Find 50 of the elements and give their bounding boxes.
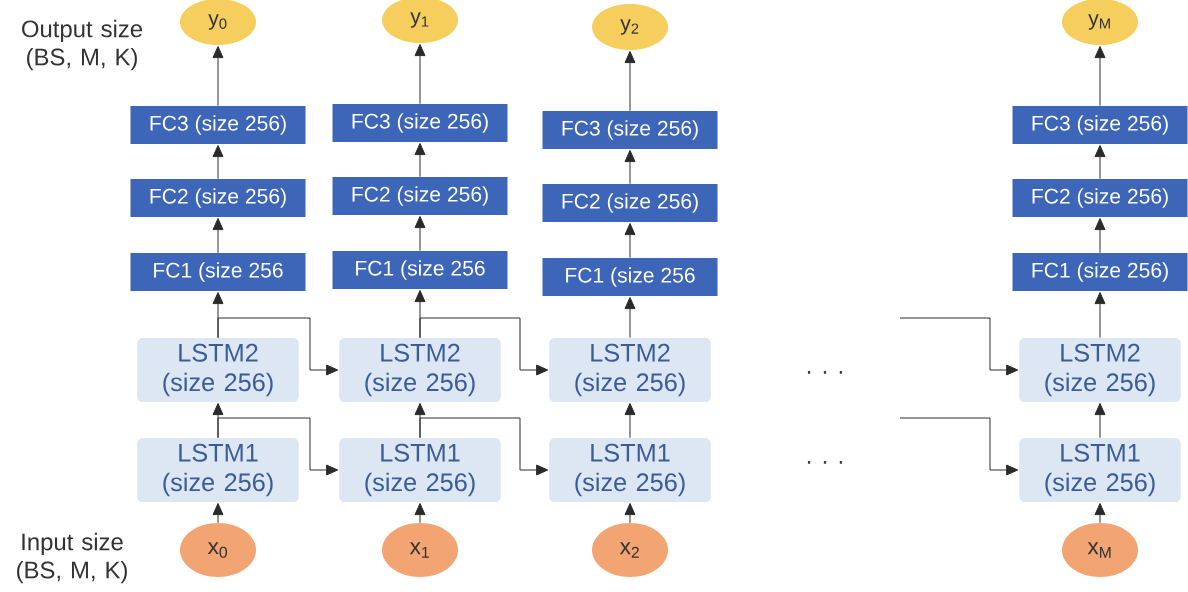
arrow bbox=[414, 216, 426, 252]
lstm-layer-box: LSTM2 (size 256) bbox=[137, 338, 299, 402]
arrow bbox=[212, 218, 224, 254]
arrow bbox=[624, 403, 636, 439]
axis-label: Input size (BS, M, K) bbox=[17, 532, 127, 584]
arrow bbox=[414, 44, 426, 105]
fc-layer-box: FC2 (size 256) bbox=[1012, 179, 1188, 217]
arrow bbox=[1094, 292, 1106, 339]
arrow bbox=[624, 150, 636, 185]
arrow bbox=[899, 317, 1019, 376]
arrow bbox=[419, 417, 549, 476]
fc-layer-box: FC1 (size 256) bbox=[1012, 253, 1188, 291]
arrow bbox=[212, 145, 224, 180]
arrow bbox=[212, 503, 224, 524]
lstm-layer-box: LSTM1 (size 256) bbox=[137, 438, 299, 502]
arrow bbox=[1094, 218, 1106, 254]
arrow bbox=[414, 503, 426, 524]
fc-layer-box: FC1 (size 256 bbox=[542, 258, 718, 296]
fc-layer-box: FC2 (size 256) bbox=[542, 184, 718, 222]
lstm-layer-box: LSTM2 (size 256) bbox=[339, 338, 501, 402]
lstm-layer-box: LSTM1 (size 256) bbox=[339, 438, 501, 502]
arrow bbox=[624, 51, 636, 112]
arrow bbox=[217, 317, 339, 376]
fc-layer-box: FC2 (size 256) bbox=[332, 177, 508, 215]
arrow bbox=[1094, 145, 1106, 180]
fc-layer-box: FC3 (size 256) bbox=[332, 104, 508, 142]
arrow bbox=[212, 46, 224, 107]
fc-layer-box: FC1 (size 256 bbox=[130, 253, 306, 291]
arrow bbox=[624, 503, 636, 524]
arrow bbox=[1094, 46, 1106, 107]
ellipsis-dots: · · · bbox=[807, 371, 843, 374]
fc-layer-box: FC3 (size 256) bbox=[542, 111, 718, 149]
arrow bbox=[624, 297, 636, 339]
fc-layer-box: FC3 (size 256) bbox=[130, 106, 306, 144]
arrow bbox=[899, 417, 1019, 476]
lstm-layer-box: LSTM2 (size 256) bbox=[1019, 338, 1181, 402]
fc-layer-box: FC3 (size 256) bbox=[1012, 106, 1188, 144]
ellipsis-dots: · · · bbox=[807, 461, 843, 464]
arrow bbox=[217, 417, 339, 476]
arrow bbox=[1094, 403, 1106, 439]
lstm-layer-box: LSTM1 (size 256) bbox=[1019, 438, 1181, 502]
arrow bbox=[624, 223, 636, 259]
lstm-layer-box: LSTM1 (size 256) bbox=[549, 438, 711, 502]
fc-layer-box: FC2 (size 256) bbox=[130, 179, 306, 217]
lstm-layer-box: LSTM2 (size 256) bbox=[549, 338, 711, 402]
fc-layer-box: FC1 (size 256 bbox=[332, 251, 508, 289]
arrow bbox=[414, 143, 426, 178]
arrow bbox=[1094, 503, 1106, 524]
arrow bbox=[419, 317, 549, 376]
axis-label: Output size (BS, M, K) bbox=[22, 19, 143, 71]
